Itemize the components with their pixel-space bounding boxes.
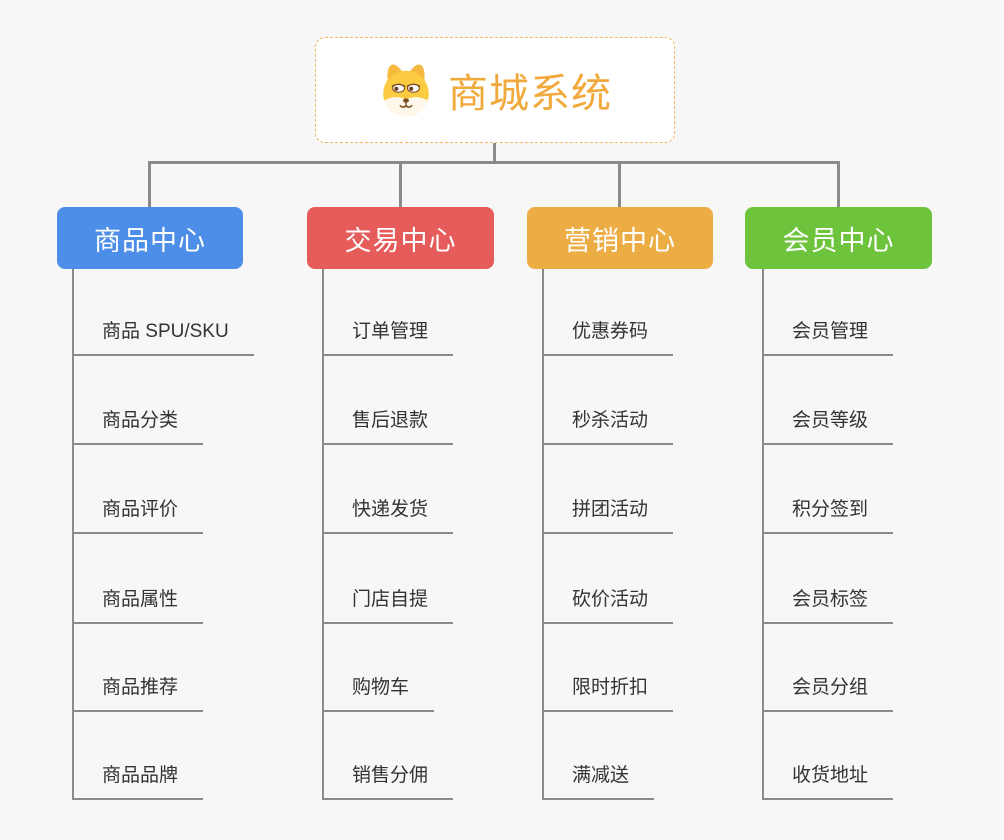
child-node[interactable]: 门店自提 [322, 587, 454, 624]
child-node[interactable]: 商品推荐 [72, 675, 204, 712]
child-node[interactable]: 限时折扣 [542, 675, 674, 712]
child-node[interactable]: 会员管理 [762, 319, 894, 356]
child-node[interactable]: 商品 SPU/SKU [72, 319, 254, 356]
branch-node-marketing-center[interactable]: 营销中心 [527, 207, 713, 269]
child-node[interactable]: 销售分佣 [322, 763, 454, 800]
child-node[interactable]: 会员标签 [762, 587, 894, 624]
child-node[interactable]: 拼团活动 [542, 497, 674, 534]
child-node[interactable]: 优惠券码 [542, 319, 674, 356]
shiba-dog-icon [383, 64, 429, 117]
connector-stub [618, 161, 621, 209]
child-node[interactable]: 满减送 [542, 763, 655, 800]
branch-node-product-center[interactable]: 商品中心 [57, 207, 243, 269]
child-node[interactable]: 售后退款 [322, 408, 454, 445]
root-title: 商城系统 [448, 72, 612, 116]
connector-stub [399, 161, 402, 209]
child-node[interactable]: 快递发货 [322, 497, 454, 534]
child-node[interactable]: 订单管理 [322, 319, 454, 356]
child-node[interactable]: 商品分类 [72, 408, 204, 445]
connector-stub [837, 161, 840, 209]
child-node[interactable]: 砍价活动 [542, 587, 674, 624]
branch-node-member-center[interactable]: 会员中心 [745, 207, 932, 269]
child-node[interactable]: 商品评价 [72, 497, 204, 534]
connector-bus [148, 161, 840, 164]
child-node[interactable]: 收货地址 [762, 763, 894, 800]
connector-root-stub [493, 141, 496, 163]
child-node[interactable]: 会员分组 [762, 675, 894, 712]
child-node[interactable]: 商品属性 [72, 587, 204, 624]
child-node[interactable]: 秒杀活动 [542, 408, 674, 445]
connector-stub [148, 161, 151, 209]
child-node[interactable]: 会员等级 [762, 408, 894, 445]
child-node[interactable]: 购物车 [322, 675, 435, 712]
root-node[interactable]: 商城系统 [315, 37, 675, 143]
branch-node-trade-center[interactable]: 交易中心 [307, 207, 494, 269]
child-node[interactable]: 积分签到 [762, 497, 894, 534]
child-node[interactable]: 商品品牌 [72, 763, 204, 800]
